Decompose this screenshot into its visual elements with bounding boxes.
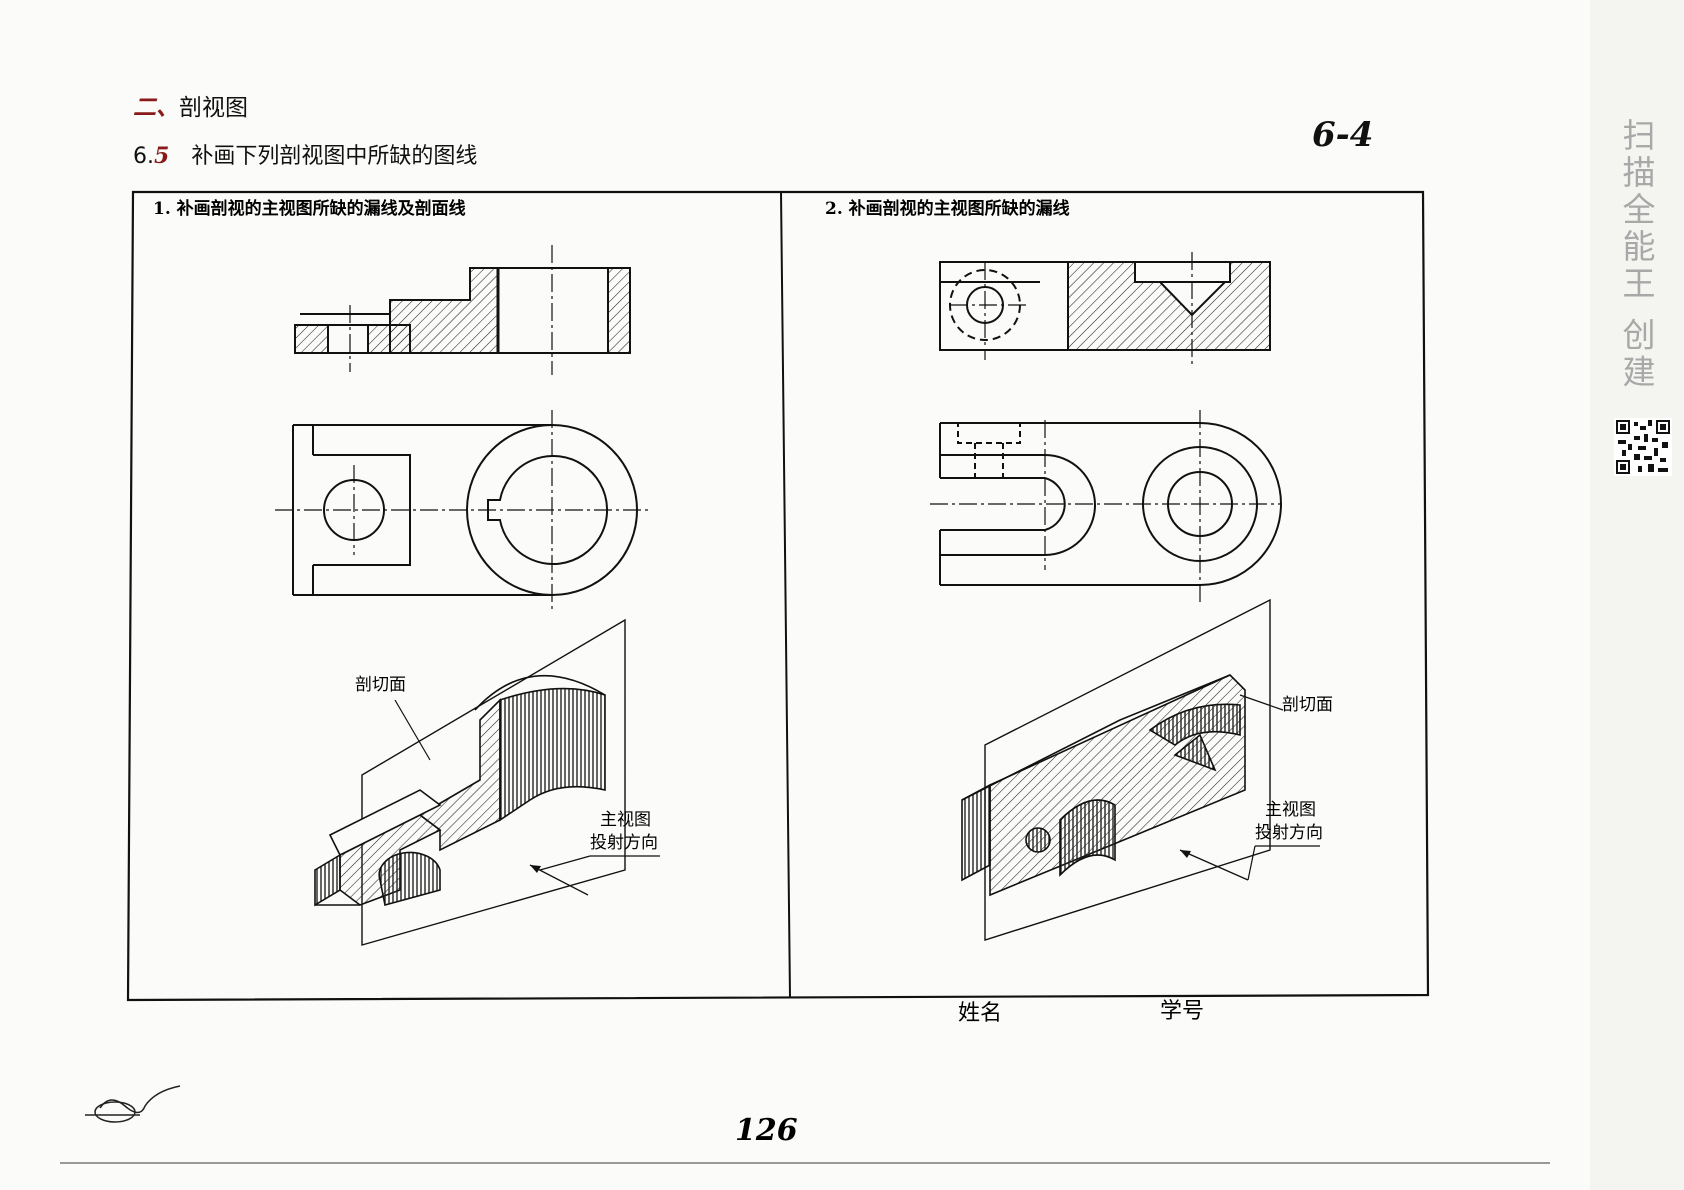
problem-number-prefix: 6. xyxy=(133,144,154,169)
problem-heading: 6.5 补画下列剖视图中所缺的图线 xyxy=(133,138,477,170)
panel2-isometric-sketch xyxy=(961,598,1271,941)
problem-title: 补画下列剖视图中所缺的图线 xyxy=(191,144,478,169)
handwritten-corner-mark: 6-4 xyxy=(1312,115,1374,155)
panel1-dir-label-2: 投射方向 xyxy=(590,833,658,853)
panel1-isometric-sketch xyxy=(314,618,626,946)
panel-divider xyxy=(780,191,791,998)
problem-number-handwritten: 5 xyxy=(154,143,170,169)
section-title: 剖视图 xyxy=(179,95,248,121)
student-number-field-label: 学号 xyxy=(1160,999,1204,1024)
panel2-front-view xyxy=(939,261,1271,351)
panel1-subtitle: 1. 补画剖视的主视图所缺的漏线及剖面线 xyxy=(153,198,466,219)
panel1-cut-label: 剖切面 xyxy=(355,675,406,695)
panel1-projection-arrow xyxy=(529,864,589,896)
panel1-dir-label-1: 主视图 xyxy=(600,810,651,830)
panel2-cut-label: 剖切面 xyxy=(1282,695,1333,715)
name-field-label: 姓名 xyxy=(958,1001,1002,1026)
section-heading: 二、剖视图 xyxy=(133,88,248,122)
scanned-sheet xyxy=(60,1162,1550,1164)
panel2-projection-arrow xyxy=(1179,849,1249,881)
panel2-dir-label-2: 投射方向 xyxy=(1255,823,1323,843)
qr-code-icon xyxy=(1614,418,1672,476)
panel2-dir-label-1: 主视图 xyxy=(1265,800,1316,820)
panel1-front-view xyxy=(294,267,631,354)
scribble-mark xyxy=(85,1085,181,1123)
page-number: 126 xyxy=(735,1113,798,1148)
panel2-subtitle: 2. 补画剖视的主视图所缺的漏线 xyxy=(825,198,1070,219)
section-mark: 二、 xyxy=(133,94,179,121)
scanner-watermark-text: 扫描全能王 创建 xyxy=(1617,118,1656,392)
exercise-frame xyxy=(126,190,1430,1002)
